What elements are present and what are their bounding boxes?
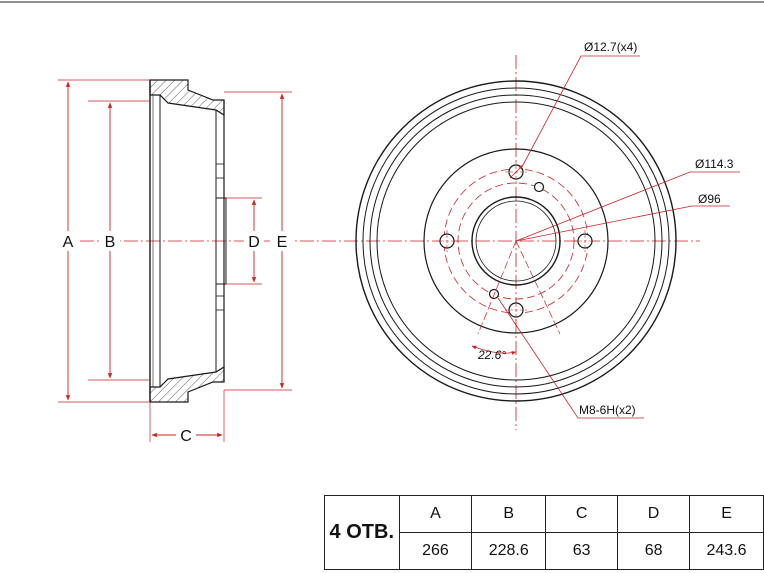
angle-arc (471, 345, 517, 355)
dim-b-label: B (105, 234, 116, 251)
header-c: C (545, 495, 619, 533)
value-b: 228.6 (471, 532, 547, 570)
value-c: 63 (545, 532, 619, 570)
center-bore-inner (475, 200, 557, 282)
front-view: Ø12.7(x4) Ø114.3 Ø96 22.6° M8-6H(x2) (300, 40, 740, 430)
hub-face (423, 148, 609, 334)
hub-pilot (215, 197, 227, 285)
leader-thread (497, 297, 644, 419)
side-section-view: A B D E C (58, 79, 300, 445)
leader-pcd (515, 171, 740, 242)
dim-c-label: C (180, 428, 192, 445)
dim-a-label: A (63, 234, 74, 251)
spec-header-row: 4 ОТВ. A B C D E (324, 495, 764, 570)
bolt-hole-lower (215, 295, 225, 311)
dim-e-label: E (277, 234, 288, 251)
header-a: A (398, 495, 473, 533)
callout-pcd: Ø114.3 (695, 157, 734, 171)
spec-table: 4 ОТВ. A B C D E 266 228.6 63 68 243.6 (324, 495, 764, 570)
callout-bolt-hole: Ø12.7(x4) (584, 40, 637, 54)
value-a: 266 (398, 532, 473, 570)
drum-rim-ring-3 (369, 94, 663, 388)
value-d: 68 (617, 532, 691, 570)
header-b: B (471, 495, 547, 533)
drum-outer-rim (355, 80, 677, 402)
callout-angle: 22.6° (477, 348, 506, 362)
upper-wall-section (149, 79, 225, 117)
value-e: 243.6 (689, 532, 764, 570)
callout-bore: Ø96 (698, 192, 721, 206)
drum-rim-ring-4 (376, 101, 656, 381)
center-bore (471, 196, 561, 286)
bolt-hole-upper (215, 163, 225, 179)
threaded-hole-upper (533, 181, 545, 193)
holes-label: 4 ОТВ. (324, 495, 400, 570)
callout-thread: M8-6H(x2) (579, 403, 636, 417)
drum-rim-ring-2 (362, 87, 670, 395)
spec-value-row: 266 228.6 63 68 243.6 (325, 532, 764, 570)
header-e: E (689, 495, 764, 533)
leader-bore (515, 205, 730, 242)
dim-d-label: D (248, 234, 260, 251)
leader-bolt-hole (522, 55, 640, 166)
lower-wall-section (149, 365, 225, 403)
header-d: D (617, 495, 691, 533)
